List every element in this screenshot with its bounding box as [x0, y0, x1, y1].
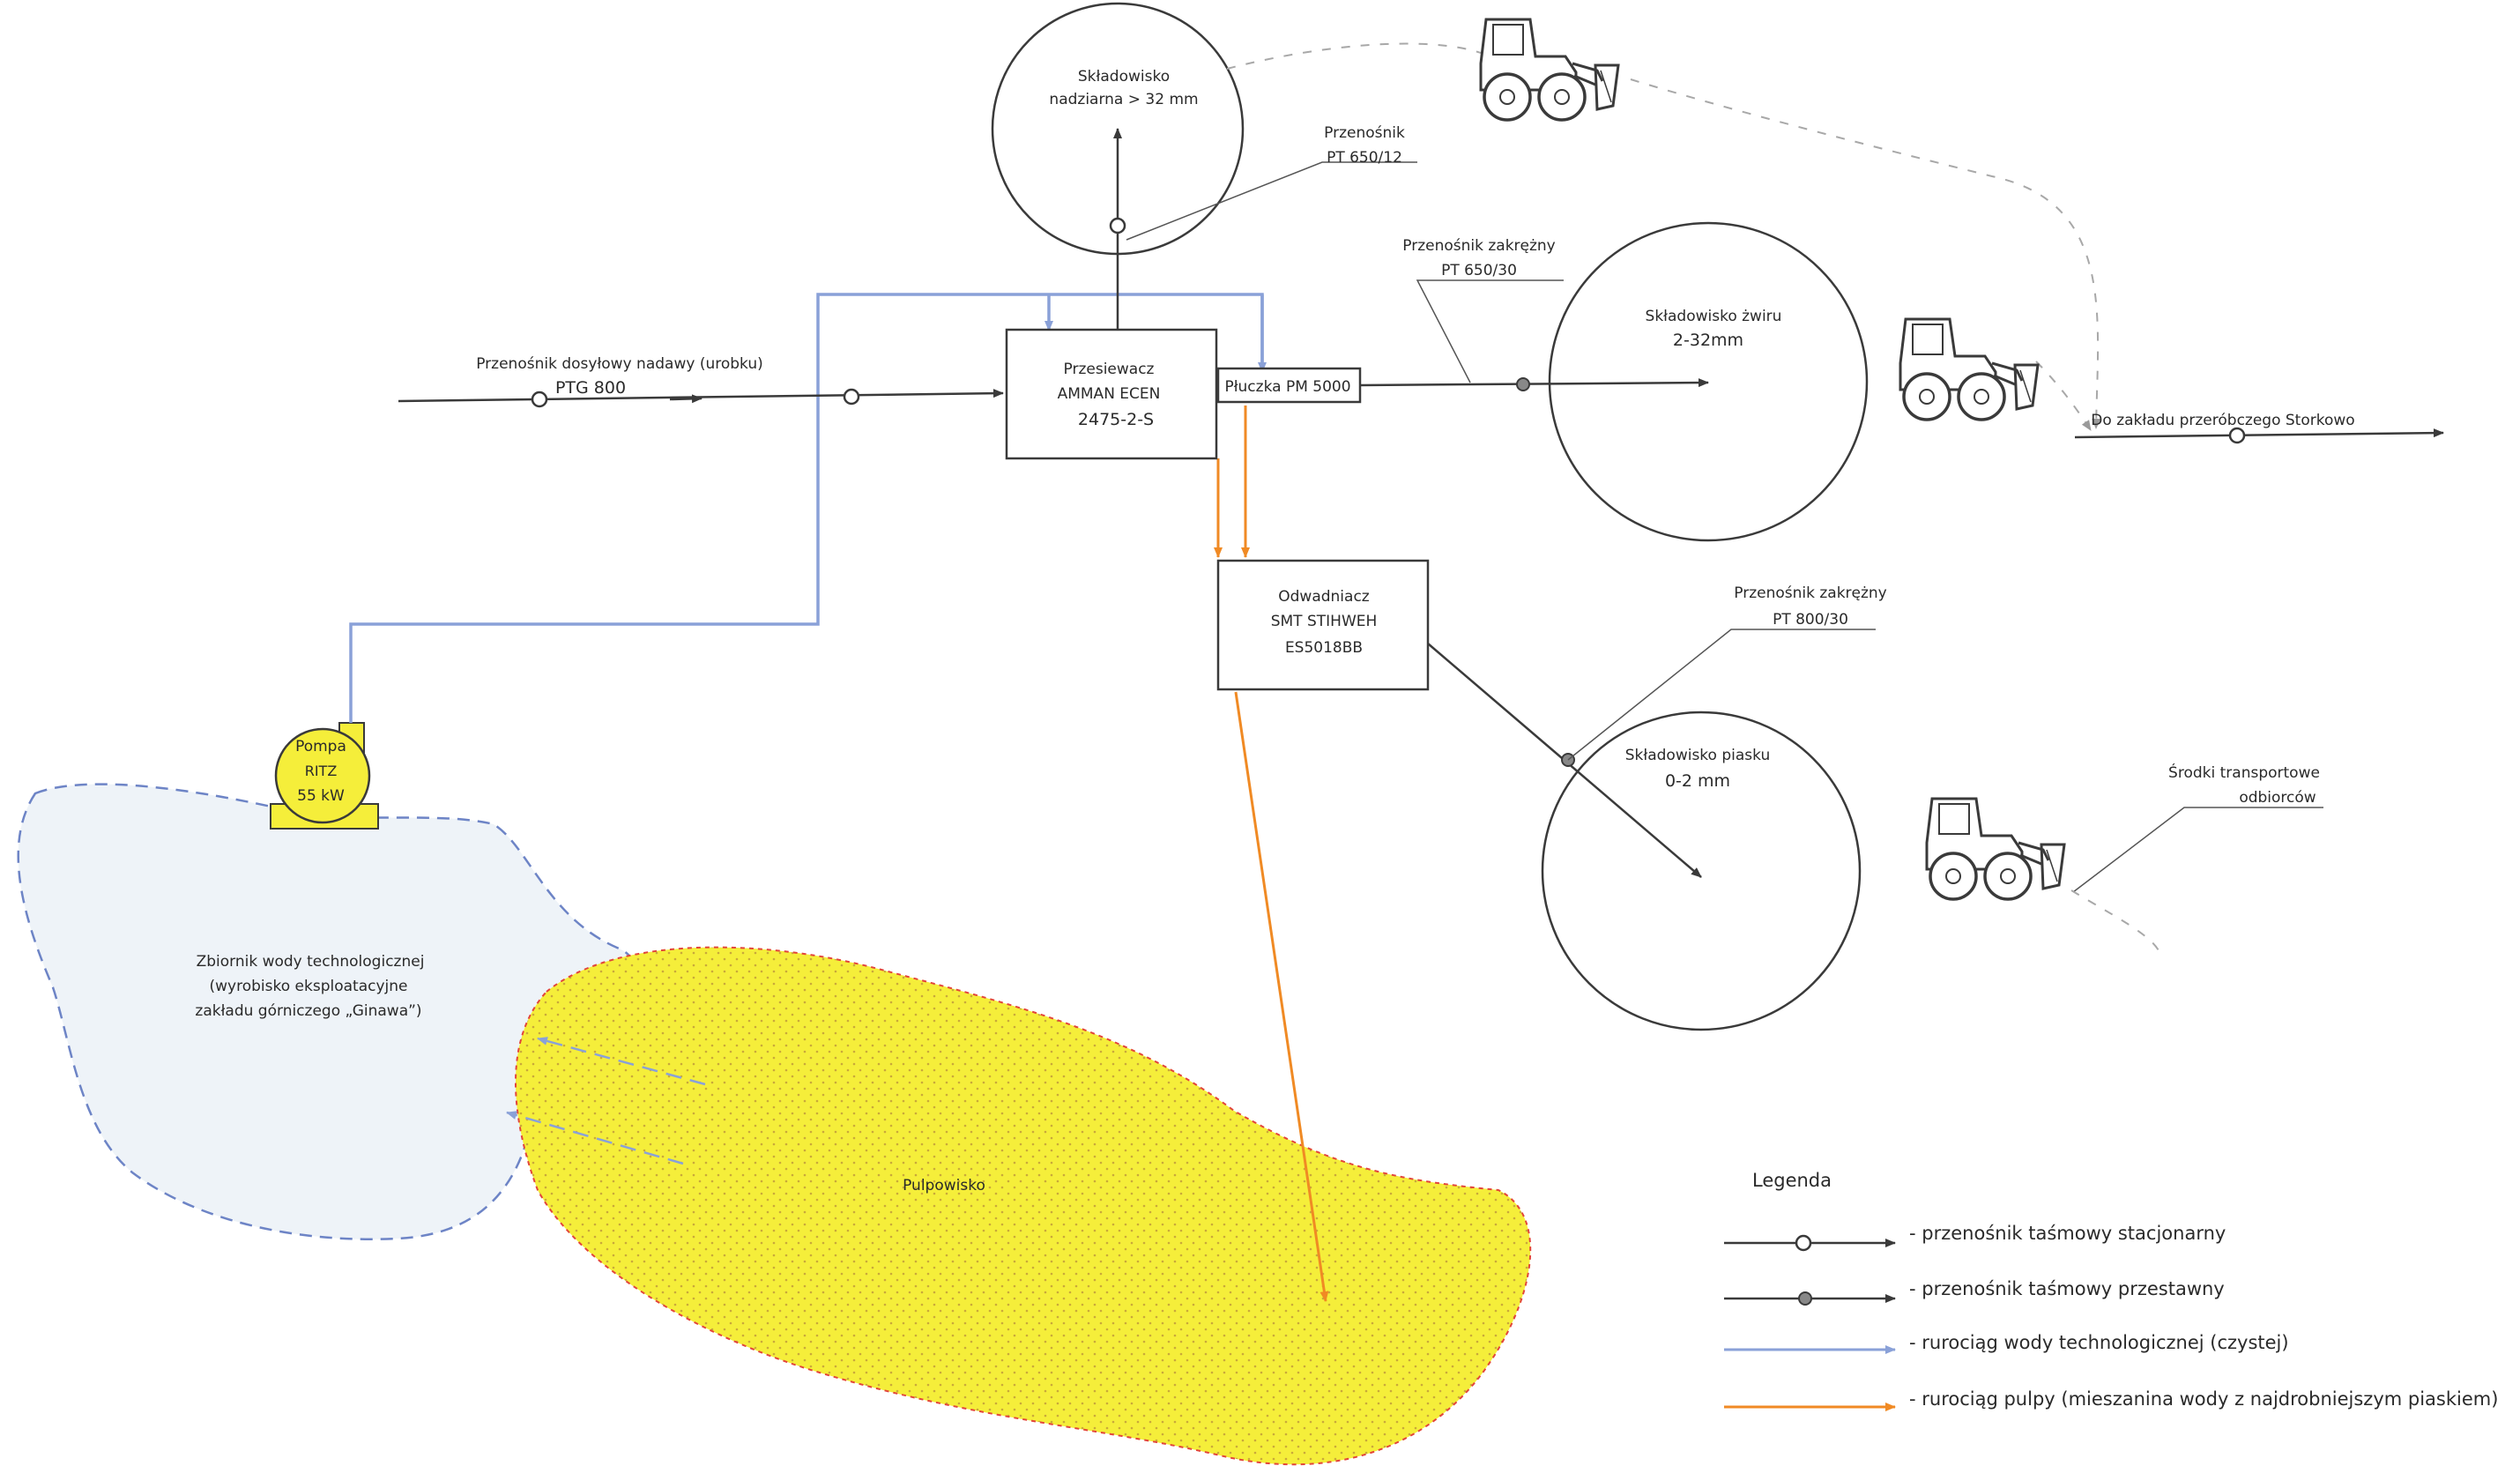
pulpowisko-area — [515, 946, 1532, 1466]
reservoir-label-2: (wyrobisko eksploatacyjne — [210, 978, 408, 995]
stationary-conveyor-marker — [2228, 427, 2246, 444]
stockpile-oversize — [991, 2, 1245, 256]
mobile-conveyor-marker — [1516, 377, 1530, 391]
legend-mobile-marker — [1798, 1291, 1812, 1306]
to-storkowo-label: Do zakładu przeróbczego Storkowo — [2091, 412, 2354, 429]
stockpile-gravel — [1548, 221, 1869, 542]
legend-item-mobile: - przenośnik taśmowy przestawny — [1909, 1278, 2225, 1299]
conveyor-to-storkowo — [2074, 428, 2444, 439]
legend-item-slurry: - rurociąg pulpy (mieszanina wody z najd… — [1909, 1388, 2498, 1410]
conveyor-pt800-30-label-1: Przenośnik zakrężny — [1734, 584, 1887, 602]
legend-item-water: - rurociąg wody technologicznej (czystej… — [1909, 1332, 2289, 1353]
oversize-stockpile-label-1: Składowisko — [1078, 68, 1170, 86]
oversize-stockpile-label-2: nadziarna > 32 mm — [1049, 91, 1198, 108]
sand-stockpile-label-2: 0-2 mm — [1665, 771, 1730, 791]
pump-label-3: 55 kW — [297, 787, 345, 805]
pump-label-1: Pompa — [295, 738, 346, 755]
pump-label-2: RITZ — [305, 763, 338, 779]
conveyor-pt650-30-label-1: Przenośnik zakrężny — [1402, 237, 1556, 255]
stockpile-sand — [1541, 711, 1862, 1031]
sand-stockpile-label-1: Składowisko piasku — [1625, 747, 1771, 764]
legend-title: Legenda — [1752, 1170, 1832, 1191]
leader-lines — [1126, 161, 2323, 893]
screen-label-2: AMMAN ECEN — [1058, 385, 1161, 403]
front-loader-icon — [1479, 18, 1620, 122]
dewaterer-label-2: SMT STIHWEH — [1271, 613, 1378, 630]
feed-conveyor-label-2: PTG 800 — [555, 378, 626, 398]
feed-conveyor-label-1: Przenośnik dosyłowy nadawy (urobku) — [476, 355, 763, 373]
dewaterer-box — [1216, 559, 1430, 691]
washer-pm5000-box — [1216, 367, 1362, 404]
legend-stationary-marker — [1795, 1234, 1812, 1252]
dewaterer-label-1: Odwadniacz — [1278, 588, 1370, 606]
transport-label-2: odbiorców — [2239, 789, 2316, 807]
conveyor-pt650-30 — [1359, 378, 1709, 388]
pulpowisko-label: Pulpowisko — [903, 1177, 985, 1194]
reservoir-label-3: zakładu górniczego „Ginawa”) — [195, 1002, 421, 1020]
conveyor-pt650-12-label-2: PT 650/12 — [1327, 149, 1402, 167]
screen-amman-box — [1005, 328, 1218, 460]
transport-label-1: Środki transportowe — [2168, 763, 2320, 782]
return-water-arrow-1 — [537, 1037, 706, 1086]
front-loader-icon — [1899, 317, 2040, 421]
washer-label: Płuczka PM 5000 — [1224, 378, 1350, 396]
front-loader-icon — [1925, 797, 2066, 901]
conveyor-pt650-12-label-1: Przenośnik — [1324, 124, 1405, 142]
reservoir-label-1: Zbiornik wody technologicznej — [197, 953, 425, 971]
legend-item-stationary: - przenośnik taśmowy stacjonarny — [1909, 1223, 2226, 1244]
stationary-conveyor-marker — [843, 388, 860, 406]
gravel-stockpile-label-2: 2-32mm — [1673, 331, 1743, 350]
conveyor-pt800-30-label-2: PT 800/30 — [1773, 611, 1848, 629]
transport-routes — [1226, 42, 2160, 953]
gravel-stockpile-label-1: Składowisko żwiru — [1646, 308, 1782, 325]
conveyor-pt650-30-label-2: PT 650/30 — [1441, 262, 1517, 279]
water-pipe-network — [349, 293, 1267, 723]
screen-label-1: Przesiewacz — [1064, 361, 1155, 378]
slurry-pipe-network — [1214, 406, 1329, 1302]
legend: Legenda - przenośnik taśmowy stacjonarny… — [1724, 1170, 2498, 1411]
return-water-arrow-2 — [506, 1111, 684, 1165]
stationary-conveyor-marker — [1109, 217, 1126, 234]
screen-label-3: 2475-2-S — [1078, 410, 1154, 429]
conveyor-ptg800 — [398, 389, 1004, 403]
dewaterer-label-3: ES5018BB — [1285, 639, 1363, 657]
stationary-conveyor-marker — [531, 391, 548, 408]
pump-ritz — [270, 722, 379, 830]
